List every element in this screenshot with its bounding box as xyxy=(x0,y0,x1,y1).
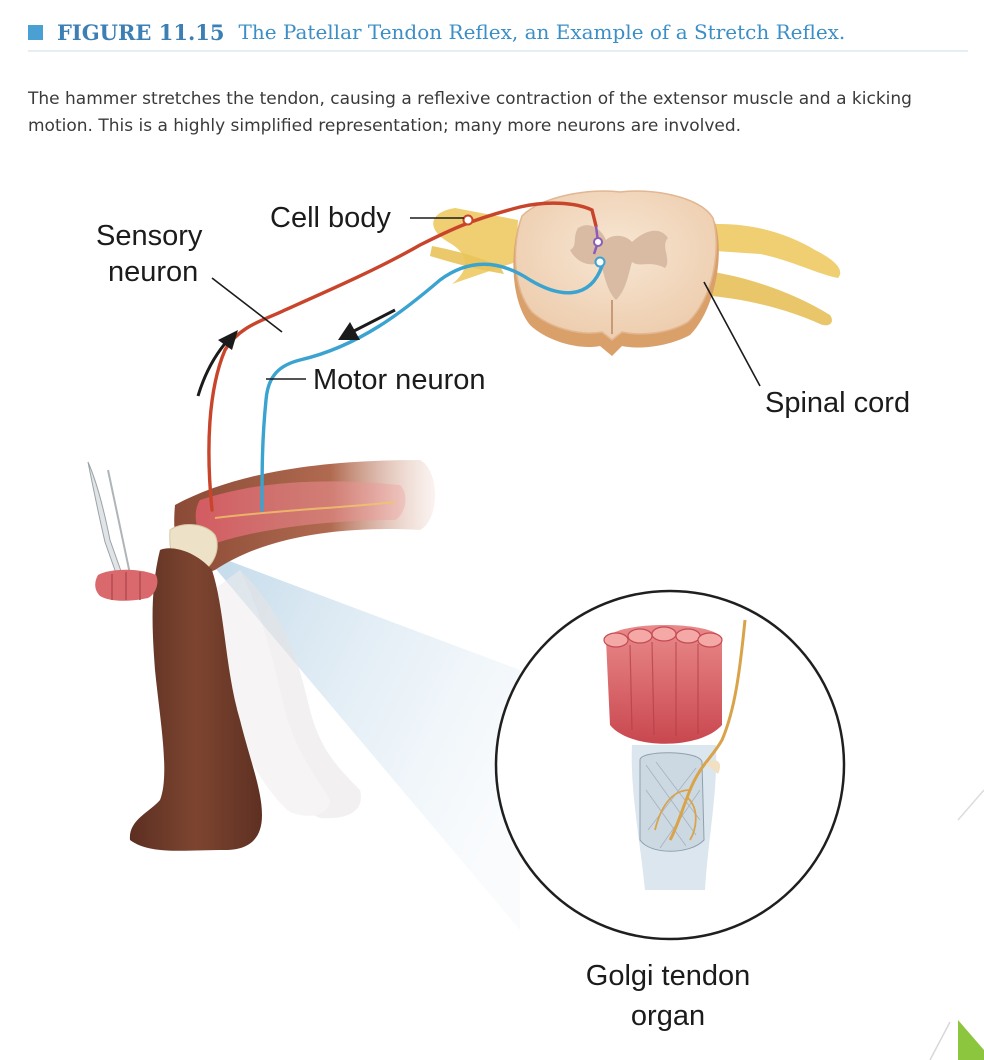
sensory-neuron-path xyxy=(207,201,598,512)
sensory-neuron-leader xyxy=(211,277,283,333)
golgi-tendon-organ-label-line2: organ xyxy=(631,1000,705,1032)
spinal-cord-illustration xyxy=(433,190,841,356)
figure-marker xyxy=(28,24,43,40)
figure-number: FIGURE 11.15 xyxy=(57,19,225,45)
motor-neuron-label: Motor neuron xyxy=(313,364,486,396)
page-corner-accent xyxy=(929,789,984,1060)
nerve-trunk xyxy=(430,246,504,274)
reflex-hammer xyxy=(87,461,158,601)
motor-terminal-dot xyxy=(594,256,606,268)
sensory-neuron-label-line2: neuron xyxy=(108,256,198,288)
spinal-cord-leader xyxy=(703,281,761,387)
sensory-neuron-label-line1: Sensory xyxy=(96,220,203,252)
reflex-diagram: Cell body Sensory neuron Motor neuron Sp… xyxy=(87,190,984,1060)
interneuron xyxy=(592,225,603,255)
motor-direction-arrow xyxy=(338,308,396,340)
figure-title: The Patellar Tendon Reflex, an Example o… xyxy=(238,20,846,44)
ghost-leg xyxy=(200,570,361,819)
golgi-tendon-organ-label-line1: Golgi tendon xyxy=(586,960,750,992)
spinal-cord-label: Spinal cord xyxy=(765,387,910,419)
sensory-direction-arrow xyxy=(196,330,238,397)
figure-caption: The hammer stretches the tendon, causing… xyxy=(28,89,912,136)
motor-neuron-path xyxy=(260,262,604,512)
thigh-illustration xyxy=(174,460,435,573)
cell-body-dot xyxy=(462,214,474,226)
figure-header: FIGURE 11.15 The Patellar Tendon Reflex,… xyxy=(28,14,968,52)
golgi-tendon-organ-inset xyxy=(494,589,846,941)
cell-body-label: Cell body xyxy=(270,202,391,234)
lower-leg xyxy=(129,548,262,851)
